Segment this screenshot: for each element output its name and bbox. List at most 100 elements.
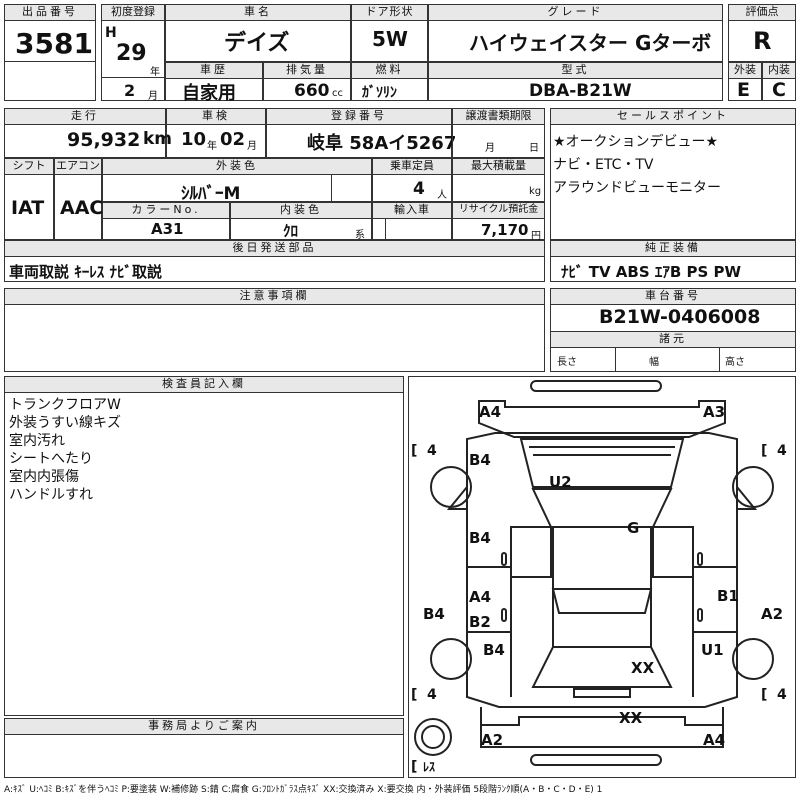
interior-color-box: 内装色 ｸﾛ 系 [230,202,372,241]
later-parts-label: 後日発送部品 [5,241,544,257]
aircon: AAC [60,197,104,219]
sales-point-label: セールスポイント [551,109,795,125]
grade: ハイウェイスター Gターボ [469,31,712,55]
inspector-label: 検査員記入欄 [5,377,403,393]
transfer-box: 譲渡書類期限 月 日 [452,108,545,158]
exterior-color: ｼﾙﾊﾞｰM [181,184,241,204]
transfer-label: 譲渡書類期限 [453,109,544,125]
history-box: 車歴 自家用 [165,62,263,104]
fuel: ｶﾞｿﾘﾝ [362,85,397,101]
max-load-label: 最大積載量 [453,159,544,175]
plate-box: 登録番号 岐阜 58Aイ5267 [266,108,456,158]
rear-window [531,646,673,688]
interior-color-label: 内装色 [231,203,371,219]
first-registration-box: 初度登録 H 29 年 2 月 [101,4,165,102]
mark-hood: U2 [549,473,572,491]
displacement: 660 [294,81,330,101]
lot-number: 3581 [15,27,93,60]
capacity-unit: 人 [437,190,447,201]
recycle-box: リサイクル預託金 7,170 円 [452,202,545,242]
first-registration-month-unit: 月 [148,91,158,102]
rear-panel [480,707,724,748]
max-load-box: 最大積載量 kg [452,158,545,202]
svg-text:[: [ [411,759,417,775]
sales-point-line: ナビ・ETC・TV [553,157,654,173]
spec-height-label: 高さ [725,357,745,368]
tire-rear-left [430,638,472,680]
transfer-day-unit: 日 [529,143,539,154]
score-label: 評価点 [729,5,795,21]
front-panel [478,400,726,438]
inspection-box: 車検 10 年 02 月 [166,108,266,158]
first-registration-year-unit: 年 [150,67,160,78]
windshield [531,488,673,528]
mark-door-rear-left-a: A4 [469,588,491,606]
inspection-label: 車検 [167,109,265,125]
grade-box: グレード ハイウェイスター Gターボ [428,4,723,62]
mark-door-front-right: B1 [717,587,739,605]
color-number: A31 [151,220,184,238]
interior-color: ｸﾛ [283,222,299,240]
aircon-box: エアコン AAC [54,158,104,240]
car-diagram: [4 [4 [4 [4 [ﾚｽ A4 A3 U2 B4 G B4 A4 B2 B… [411,380,787,775]
mark-tailgate: XX [619,709,643,727]
mark-sill-left: B4 [423,605,445,623]
exterior-color-label: 外装色 [103,159,371,175]
lot-number-box: 出品番号 3581 [4,4,96,101]
exterior-score: E [737,79,750,101]
tire-rr-tread: 4 [777,687,787,703]
inspector-box: 検査員記入欄 トランクフロアW 外装うすい線キズ 室内汚れ シートへたり 室内内… [4,376,404,716]
interior-score-label: 内装 [763,63,795,79]
equipment-box: 純正装備 ﾅﾋﾞ TV ABS ｴｱB PS PW [550,240,796,282]
mark-roof-rear: XX [631,659,655,677]
inspector-note: ハンドルすれ [9,487,93,503]
exterior-score-box: 外装 E [728,62,762,101]
plate-number: 岐阜 58Aイ5267 [307,133,457,154]
grade-label: グレード [429,5,722,21]
mileage-unit: km [143,129,173,149]
tire-front-right [732,466,774,508]
mark-sill-right: A2 [761,605,783,623]
specs-label: 諸元 [551,332,795,348]
legend: A:ｷｽﾞ U:ﾍｺﾐ B:ｷｽﾞを伴うﾍｺﾐ P:要塗装 W:補修跡 S:錆 … [4,785,603,795]
car-name: デイズ [224,31,290,56]
mark-front-right: A3 [703,403,725,421]
spec-length-label: 長さ [557,357,577,368]
recycle-deposit: 7,170 [481,221,529,239]
history-label: 車歴 [166,63,262,79]
score-box: 評価点 R [728,4,796,62]
mileage-label: 走行 [5,109,165,125]
inspection-month: 02 [220,129,246,150]
inspector-note: 外装うすい線キズ [9,415,121,431]
mark-door-rear-left-c: B4 [483,641,505,659]
mark-windshield: G [627,519,639,537]
body-outline [466,432,738,708]
recycle-unit: 円 [531,231,541,242]
equipment: ﾅﾋﾞ TV ABS ｴｱB PS PW [561,263,742,281]
tire-fl-tread: 4 [427,443,437,459]
chassis-number: B21W-0406008 [599,306,761,328]
recycle-label: リサイクル預託金 [453,203,544,219]
car-name-label: 車名 [166,5,350,21]
exterior-score-label: 外装 [729,63,761,79]
sales-point-box: セールスポイント ★オークションデビュー★ ナビ・ETC・TV アラウンドビュー… [550,108,796,240]
door-type-box: ドア形状 5W [351,4,428,62]
car-diagram-box: [4 [4 [4 [4 [ﾚｽ A4 A3 U2 B4 G B4 A4 B2 B… [408,376,796,778]
door-type: 5W [372,27,408,51]
first-registration-label: 初度登録 [102,5,164,21]
sales-point-line: ★オークションデビュー★ [553,134,719,150]
displacement-box: 排気量 660 cc [263,62,351,101]
inspection-year: 10 [181,129,207,150]
interior-score: C [772,79,786,101]
inspector-note: 室内汚れ [9,433,65,449]
color-number-box: カラーNo. A31 [102,202,230,240]
aircon-label: エアコン [55,159,101,175]
tire-fr-tread: 4 [777,443,787,459]
roof [552,526,652,648]
mark-door-rear-left-b: B2 [469,613,491,631]
model-label: 型式 [429,63,722,79]
displacement-label: 排気量 [264,63,350,79]
chassis-label: 車台番号 [551,289,795,305]
first-registration-year: 29 [116,41,147,66]
spare-tire-status: ﾚｽ [423,760,435,774]
